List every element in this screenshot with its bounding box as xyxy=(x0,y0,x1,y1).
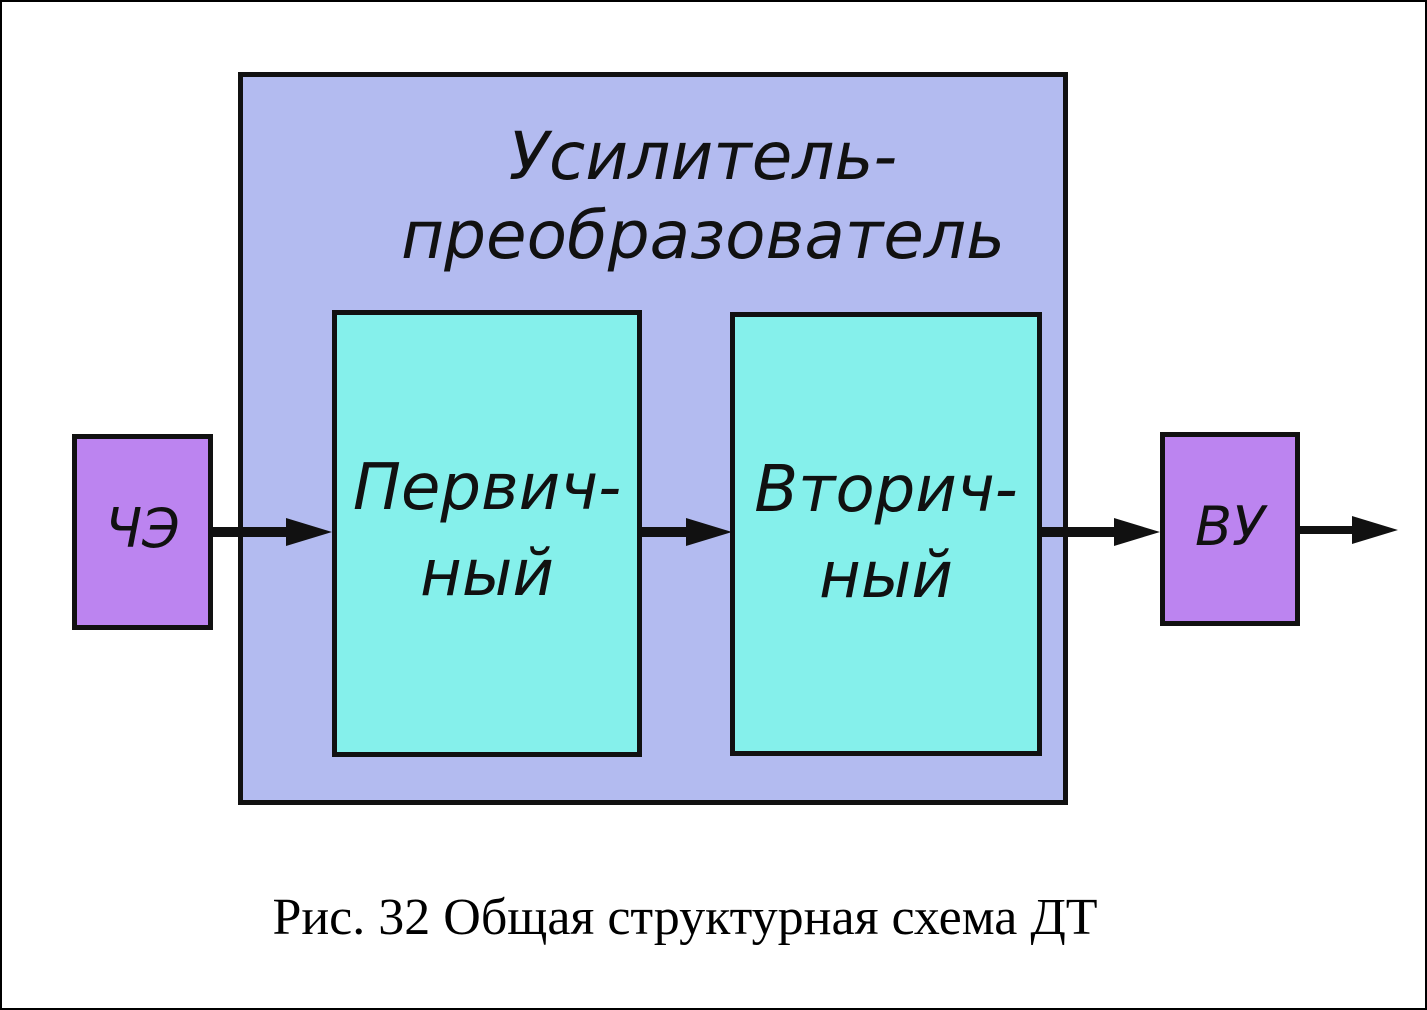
sensing-element-label: ЧЭ xyxy=(105,497,180,560)
amplifier-converter-title-line2: преобразователь xyxy=(400,197,1006,275)
figure-caption: Рис. 32 Общая структурная схема ДТ xyxy=(272,889,1098,946)
sensing-element-block: ЧЭ xyxy=(72,434,213,630)
secondary-block: Вторич- ный xyxy=(730,312,1042,756)
secondary-block-label-line2: ный xyxy=(819,539,953,614)
secondary-block-label-line1: Вторич- xyxy=(754,453,1018,527)
amplifier-converter-title: Усилитель- преобразователь xyxy=(343,117,1063,275)
primary-block: Первич- ный xyxy=(332,310,642,757)
primary-block-label: Первич- ный xyxy=(337,445,637,618)
secondary-block-label: Вторич- ный xyxy=(735,447,1037,620)
output-device-block: ВУ xyxy=(1160,432,1300,626)
primary-block-label-line1: Первич- xyxy=(352,451,622,525)
primary-block-label-line2: ный xyxy=(420,537,554,612)
amplifier-converter-title-line1: Усилитель- xyxy=(508,118,898,195)
output-device-label: ВУ xyxy=(1195,495,1265,558)
